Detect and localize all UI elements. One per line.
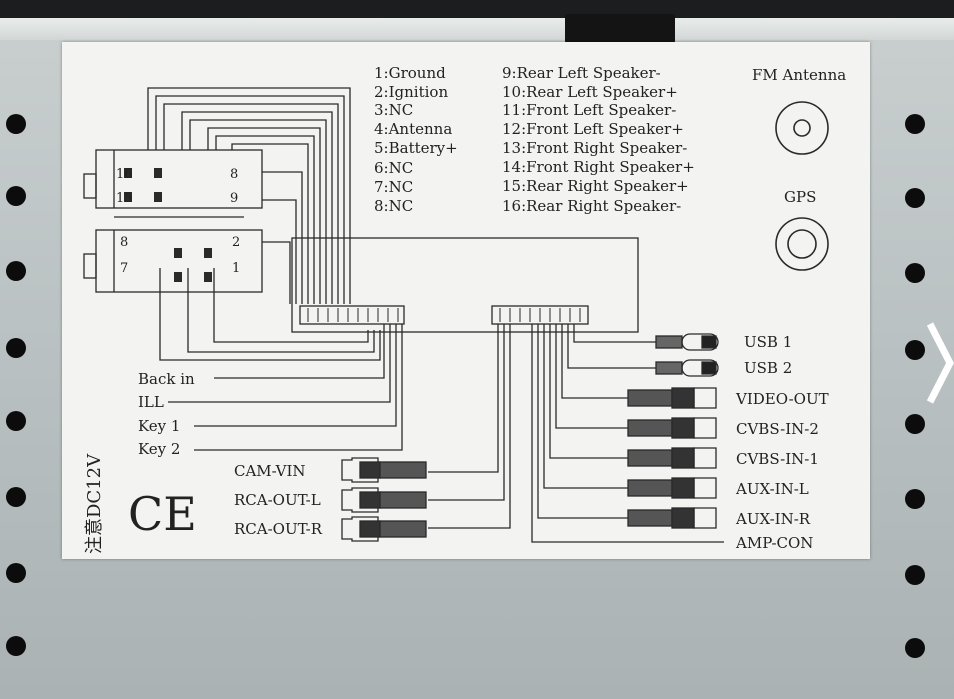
pin-legend-item: 1:Ground: [374, 64, 446, 82]
pin-legend-item: 2:Ignition: [374, 83, 448, 101]
pin-number: 15: [116, 191, 133, 206]
pin-legend-item: 9:Rear Left Speaker-: [502, 64, 661, 82]
voltage-note: 注意DC12V: [84, 453, 105, 554]
mounting-post: [565, 14, 675, 44]
pin-legend-item: 6:NC: [374, 159, 413, 177]
wiring-diagram-label: 16 15 8 9 8 7 2 1 1:Ground 2:Ignition 3:…: [62, 42, 870, 559]
rca-jack-icon: [627, 477, 717, 499]
mount-hole: [905, 414, 925, 434]
gps-label: GPS: [784, 188, 816, 206]
pin-number: 8: [120, 235, 128, 250]
rca-plug-icon: [341, 457, 427, 483]
mount-hole: [905, 489, 925, 509]
mount-hole: [6, 563, 26, 583]
wire-label: Key 2: [138, 440, 180, 458]
pin-number: 16: [116, 167, 133, 182]
rca-label: RCA-OUT-R: [234, 520, 323, 538]
terminal-block-right: [491, 305, 589, 325]
pin-number: 8: [230, 167, 238, 182]
mount-hole: [6, 114, 26, 134]
rca-jack-icon: [627, 507, 717, 529]
chassis-top-edge: [0, 18, 954, 40]
ce-mark: CE: [128, 487, 197, 541]
fm-antenna-port-icon: [775, 101, 829, 155]
mount-hole: [6, 487, 26, 507]
mount-hole: [905, 188, 925, 208]
pin-legend-item: 8:NC: [374, 197, 413, 215]
port-label: USB 2: [744, 359, 792, 377]
pin-legend-item: 11:Front Left Speaker-: [502, 101, 676, 119]
port-label: AUX-IN-R: [735, 510, 811, 528]
pin-number: 1: [232, 261, 240, 276]
port-label: AMP-CON: [735, 534, 813, 552]
pin-legend-item: 4:Antenna: [374, 120, 452, 138]
pin-legend-item: 15:Rear Right Speaker+: [502, 177, 689, 195]
wire-label: ILL: [138, 393, 164, 411]
rca-plug-icon: [341, 516, 427, 542]
mount-hole: [6, 186, 26, 206]
rca-label: CAM-VIN: [234, 462, 306, 480]
pin-legend-item: 14:Front Right Speaker+: [502, 158, 695, 176]
harness-wires: [147, 87, 351, 304]
rca-jack-icon: [627, 417, 717, 439]
mount-hole: [905, 638, 925, 658]
pin-legend-item: 10:Rear Left Speaker+: [502, 83, 678, 101]
mount-hole: [6, 261, 26, 281]
pin-number: 2: [232, 235, 240, 250]
rca-plug-icon: [341, 487, 427, 513]
pin-legend-item: 7:NC: [374, 178, 413, 196]
fm-antenna-label: FM Antenna: [752, 66, 846, 84]
port-label: AUX-IN-L: [735, 480, 809, 498]
mount-hole: [905, 565, 925, 585]
pin-legend-item: 12:Front Left Speaker+: [502, 120, 684, 138]
gps-port-icon: [775, 217, 829, 271]
head-unit-outline: [291, 237, 639, 333]
rca-label: RCA-OUT-L: [234, 491, 321, 509]
port-label: VIDEO-OUT: [735, 390, 829, 408]
mount-hole: [905, 114, 925, 134]
port-label: CVBS-IN-1: [736, 450, 819, 468]
pin-legend-item: 3:NC: [374, 101, 413, 119]
port-label: CVBS-IN-2: [736, 420, 819, 438]
port-label: USB 1: [744, 333, 792, 351]
mount-hole: [6, 411, 26, 431]
pin-legend-item: 5:Battery+: [374, 139, 458, 157]
pin-legend-item: 16:Rear Right Speaker-: [502, 197, 681, 215]
mount-hole: [6, 636, 26, 656]
pin-number: 7: [120, 261, 128, 276]
rca-jack-icon: [627, 447, 717, 469]
usb-plug-icon: [655, 333, 719, 351]
next-chevron-icon[interactable]: [926, 318, 954, 408]
wire-label: Key 1: [138, 417, 180, 435]
pin-number: 9: [230, 191, 238, 206]
pin-legend-item: 13:Front Right Speaker-: [502, 139, 687, 157]
terminal-block-left: [299, 305, 405, 325]
wire-label: Back in: [138, 370, 195, 388]
mount-hole: [905, 340, 925, 360]
mount-hole: [905, 263, 925, 283]
mount-hole: [6, 338, 26, 358]
wiring-diagram: 16 15 8 9 8 7 2 1 1:Ground 2:Ignition 3:…: [83, 64, 846, 554]
usb-plug-icon: [655, 359, 719, 377]
rca-jack-icon: [627, 387, 717, 409]
